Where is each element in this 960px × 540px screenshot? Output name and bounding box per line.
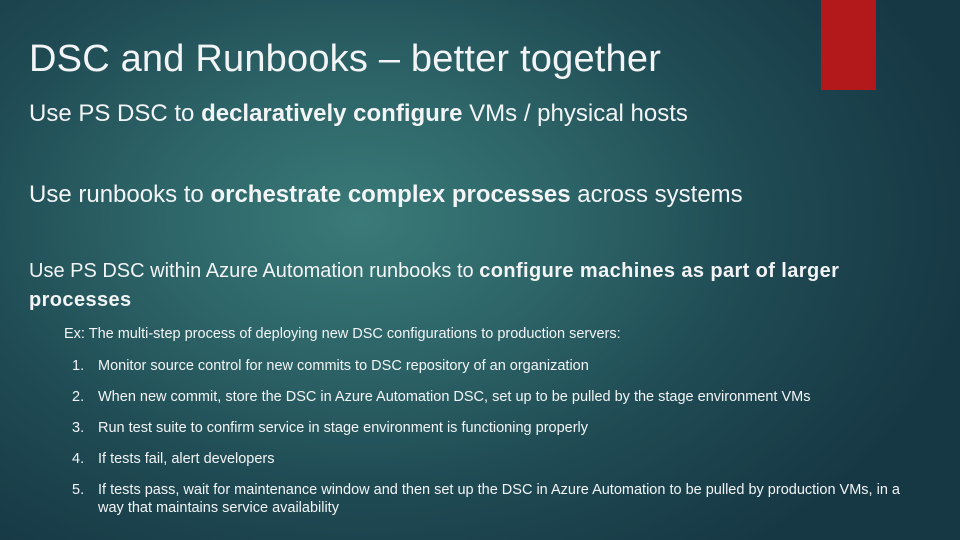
- slide-title: DSC and Runbooks – better together: [29, 38, 662, 80]
- bullet-declarative: Use PS DSC to declaratively configure VM…: [29, 100, 688, 127]
- step-number: 3.: [72, 420, 85, 436]
- example-intro: Ex: The multi-step process of deploying …: [64, 326, 621, 342]
- step-number: 2.: [72, 389, 85, 405]
- step-number: 5.: [72, 482, 85, 498]
- bullet-orchestrate: Use runbooks to orchestrate complex proc…: [29, 181, 743, 208]
- step-item: 2. When new commit, store the DSC in Azur…: [72, 388, 912, 406]
- step-number: 1.: [72, 358, 85, 374]
- step-text: When new commit, store the DSC in Azure …: [98, 389, 811, 405]
- step-number: 4.: [72, 451, 85, 467]
- steps-list: 1. Monitor source control for new commits…: [72, 357, 912, 530]
- step-item: 5. If tests pass, wait for maintenance wi…: [72, 481, 912, 517]
- step-item: 4. If tests fail, alert developers: [72, 450, 912, 468]
- step-text: Monitor source control for new commits t…: [98, 358, 589, 374]
- step-text: If tests fail, alert developers: [98, 451, 275, 467]
- bullet-azure-automation: Use PS DSC within Azure Automation runbo…: [29, 260, 840, 311]
- accent-bar: [821, 0, 876, 90]
- step-item: 1. Monitor source control for new commits…: [72, 357, 912, 375]
- step-text: If tests pass, wait for maintenance wind…: [98, 482, 900, 516]
- step-text: Run test suite to confirm service in sta…: [98, 420, 589, 436]
- step-item: 3. Run test suite to confirm service in s…: [72, 419, 912, 437]
